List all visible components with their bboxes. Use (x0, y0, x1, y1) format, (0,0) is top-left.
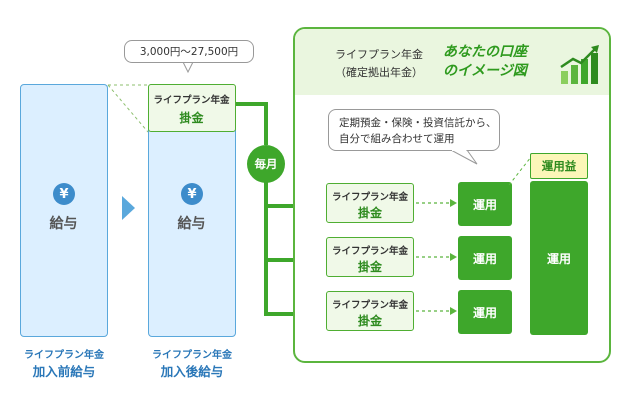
note-bubble: 定期預金・保険・投資信託から、 自分で組み合わせて運用 (328, 109, 500, 151)
row2-top-label: ライフプラン年金 (331, 246, 408, 257)
amount-range-text: 3,000円〜27,500円 (139, 46, 239, 58)
growth-chart-icon (560, 45, 599, 84)
account-image-panel: ライフプラン年金 （確定拠出年金） あなたの口座 のイメージ図 定期預金・保険・… (293, 27, 611, 363)
row1-bottom-label: 掛金 (357, 206, 382, 220)
amount-bubble-pointer (182, 61, 194, 74)
investment-box-2: 運用 (458, 236, 512, 280)
panel-heading-line2: のイメージ図 (443, 63, 527, 79)
note-bubble-pointer (450, 150, 478, 165)
before-salary-column: ¥ 給与 (20, 84, 108, 337)
investment-box-1: 運用 (458, 182, 512, 226)
note-line1: 定期預金・保険・投資信託から、 (339, 117, 497, 129)
investment-box-3: 運用 (458, 290, 512, 334)
after-caption-top: ライフプラン年金 (152, 350, 232, 361)
row1-top-label: ライフプラン年金 (331, 192, 408, 203)
panel-contribution-1: ライフプラン年金 掛金 (326, 183, 414, 223)
dashed-guide-diagonal (107, 84, 149, 133)
contribution-bottom-label: 掛金 (179, 110, 204, 125)
row3-bottom-label: 掛金 (357, 314, 382, 328)
before-caption-bottom: 加入前給与 (32, 364, 96, 379)
panel-header (295, 29, 609, 95)
panel-heading-line1: あなたの口座 (443, 44, 527, 60)
after-contribution-box: ライフプラン年金 掛金 (147, 83, 236, 132)
before-salary-label: 給与 (49, 216, 78, 232)
row2-bottom-label: 掛金 (357, 260, 382, 274)
investment-total-bar: 運用 (530, 181, 588, 335)
dashed-arrows (416, 199, 457, 315)
investment-profit-box: 運用益 (530, 153, 588, 179)
contribution-top-label: ライフプラン年金 (153, 94, 230, 106)
monthly-badge: 毎月 (247, 145, 285, 183)
yen-icon: ¥ (53, 183, 75, 205)
after-caption-bottom: 加入後給与 (160, 364, 224, 379)
panel-title-line1: ライフプラン年金 (335, 48, 423, 61)
before-caption-top: ライフプラン年金 (24, 350, 104, 361)
after-salary-label: 給与 (177, 216, 206, 232)
panel-heading: あなたの口座 のイメージ図 (443, 43, 563, 81)
note-line2: 自分で組み合わせて運用 (339, 133, 455, 145)
panel-contribution-2: ライフプラン年金 掛金 (326, 237, 414, 277)
flow-arrow-blue (122, 196, 135, 220)
after-salary-column: ライフプラン年金 掛金 ¥ 給与 (147, 83, 236, 337)
flow-line-top (234, 102, 268, 145)
panel-title: ライフプラン年金 （確定拠出年金） (317, 46, 441, 80)
panel-contribution-3: ライフプラン年金 掛金 (326, 291, 414, 331)
row3-top-label: ライフプラン年金 (331, 300, 408, 311)
amount-bubble: 3,000円〜27,500円 (124, 40, 254, 63)
panel-title-line2: （確定拠出年金） (335, 66, 423, 79)
yen-icon: ¥ (181, 183, 203, 205)
